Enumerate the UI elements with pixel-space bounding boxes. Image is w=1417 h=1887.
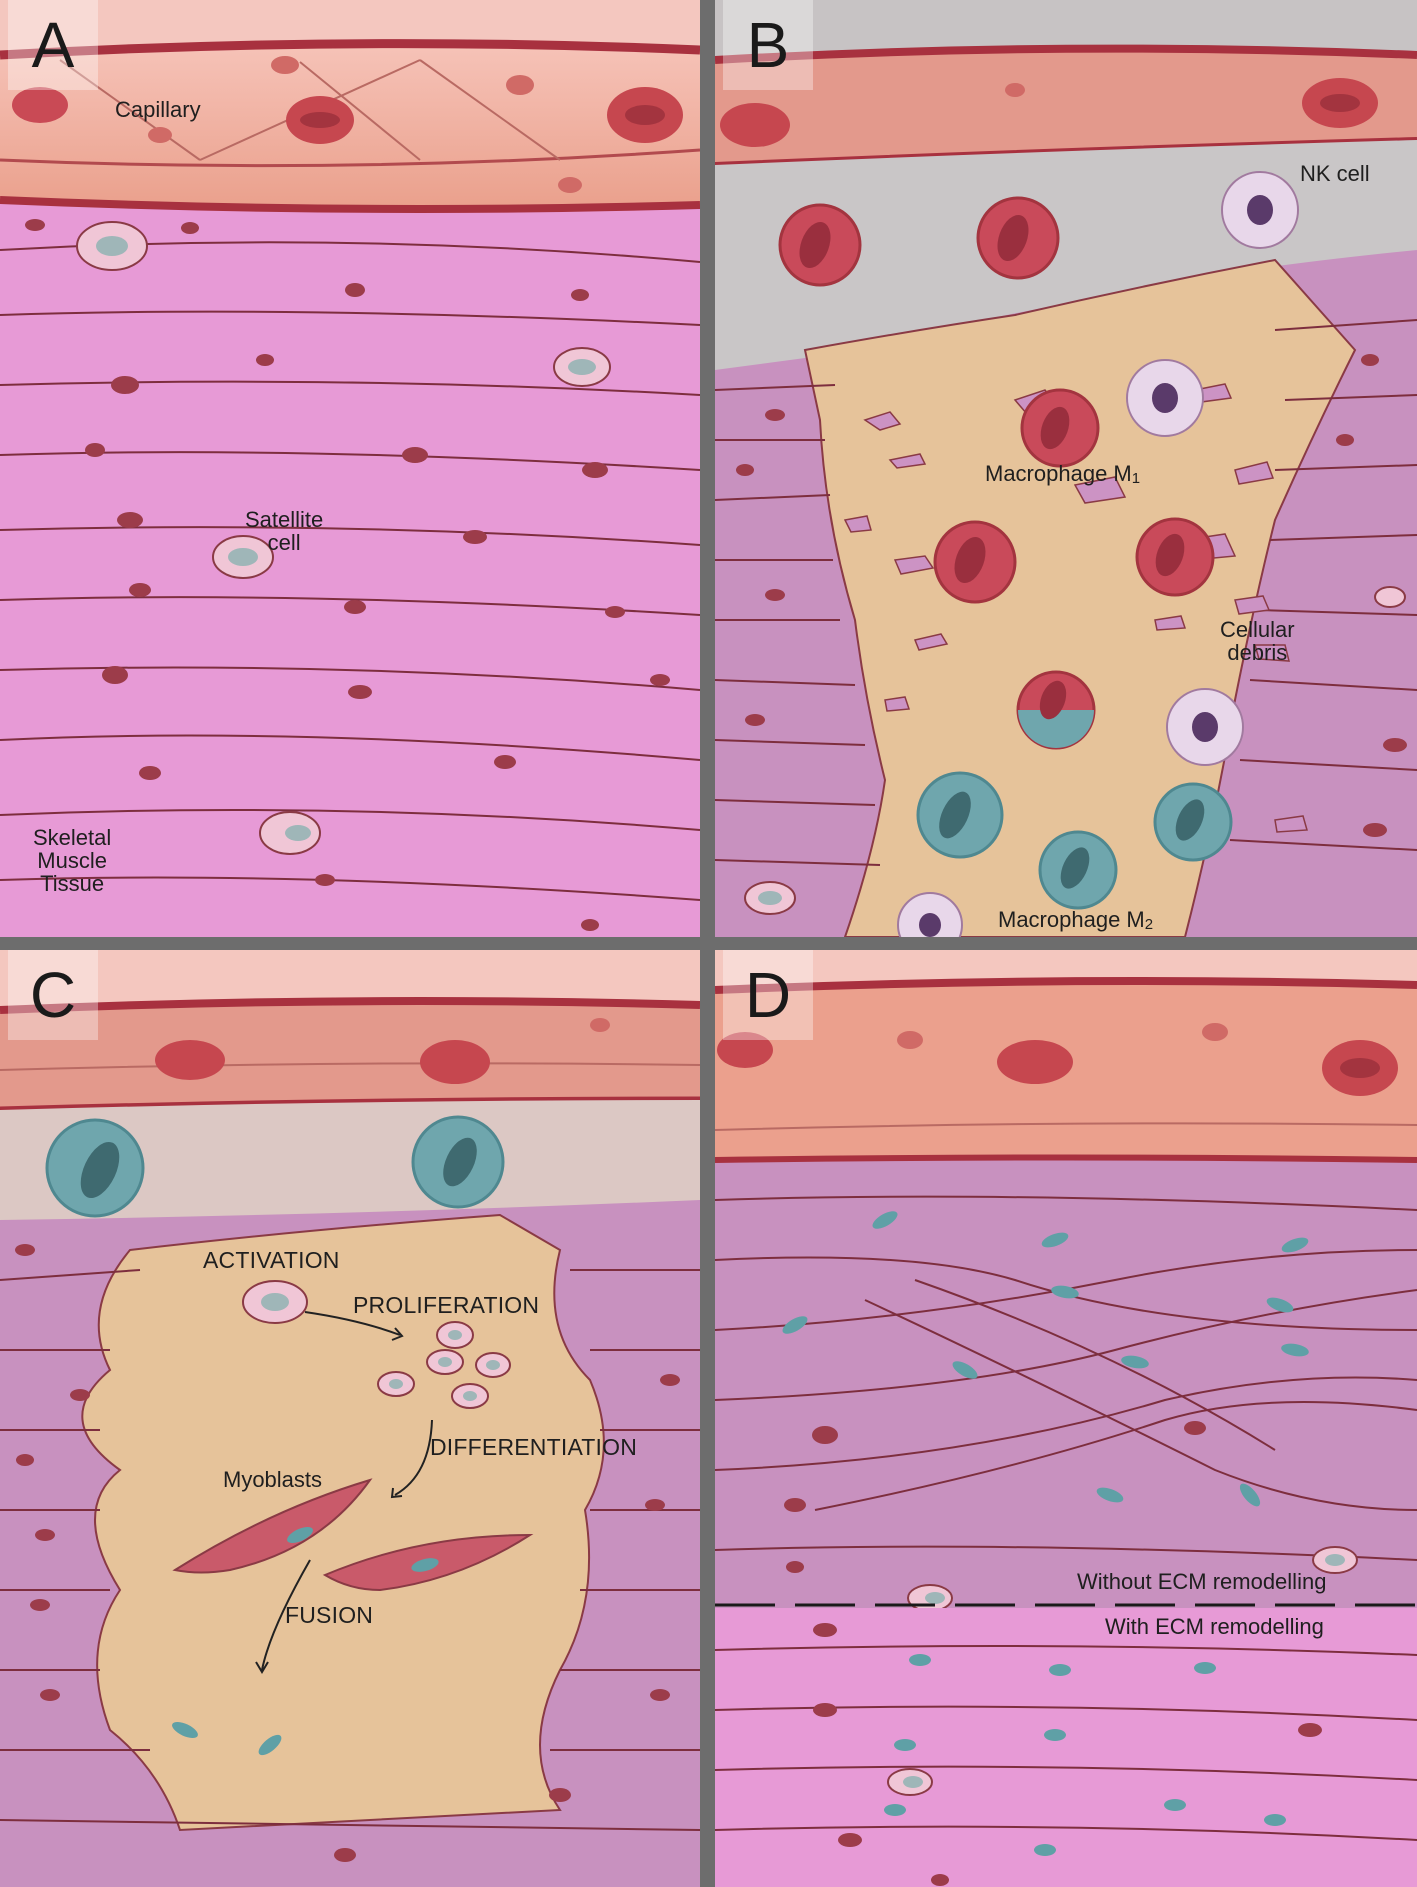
label-capillary: Capillary bbox=[115, 97, 201, 122]
label-myoblasts: Myoblasts bbox=[223, 1467, 323, 1492]
label-macrophage-m1: Macrophage M1 bbox=[985, 461, 1141, 487]
label-satellite-cell: Satellite cell bbox=[245, 507, 324, 556]
panel-d-illustration bbox=[715, 950, 1417, 1887]
process-arrows bbox=[255, 1311, 433, 1674]
label-nk-cell: NK cell bbox=[1300, 161, 1370, 186]
disorganized-fibers bbox=[715, 1195, 1417, 1561]
label-cellular-debris: Cellular debris bbox=[1220, 617, 1295, 666]
panel-letter-a: A bbox=[8, 0, 98, 90]
panel-a: A Capillary Satellite cell Skeletal Musc… bbox=[0, 0, 700, 937]
muscle-nuclei bbox=[25, 219, 670, 931]
nk-cells bbox=[897, 171, 1299, 937]
myoblasts bbox=[172, 1478, 534, 1592]
label-macrophage-m1-text: Macrophage M bbox=[985, 461, 1132, 486]
macrophage-m1-cells bbox=[778, 196, 1215, 750]
label-proliferation: PROLIFERATION bbox=[353, 1292, 540, 1318]
label-macrophage-m2-text: Macrophage M bbox=[998, 907, 1145, 932]
label-skeletal-muscle-tissue: Skeletal Muscle Tissue bbox=[33, 825, 112, 897]
injury-zone bbox=[81, 1213, 605, 1832]
macrophage-m2-cells bbox=[916, 771, 1233, 910]
label-activation: ACTIVATION bbox=[203, 1247, 340, 1273]
panel-c-illustration bbox=[0, 950, 700, 1887]
label-macrophage-m2-subscript: 2 bbox=[1144, 916, 1154, 933]
red-blood-cell bbox=[12, 87, 68, 123]
panel-d: D Without ECM remodelling With ECM remod… bbox=[715, 950, 1417, 1887]
label-macrophage-m1-subscript: 1 bbox=[1131, 470, 1141, 487]
panel-letter-c: C bbox=[8, 950, 98, 1040]
label-without-ecm-remodelling: Without ECM remodelling bbox=[1077, 1569, 1327, 1594]
panel-a-illustration bbox=[0, 0, 700, 937]
panel-b: B NK cell Macrophage M1 Cellular debris … bbox=[715, 0, 1417, 937]
regenerated-muscle bbox=[715, 1608, 1417, 1887]
panel-b-illustration bbox=[715, 0, 1417, 937]
fibroblast-nuclei bbox=[782, 1211, 1309, 1507]
label-with-ecm-remodelling: With ECM remodelling bbox=[1105, 1614, 1324, 1639]
label-fusion: FUSION bbox=[285, 1602, 374, 1628]
panel-letter-b: B bbox=[723, 0, 813, 90]
satellite-cells bbox=[76, 221, 611, 855]
panel-letter-d: D bbox=[723, 950, 813, 1040]
panel-c: C ACTIVATION PROLIFERATION DIFFERENTIATI… bbox=[0, 950, 700, 1887]
injury-zone bbox=[803, 258, 1357, 937]
cellular-debris bbox=[843, 383, 1308, 833]
label-differentiation: DIFFERENTIATION bbox=[430, 1434, 638, 1460]
label-macrophage-m2: Macrophage M2 bbox=[998, 907, 1154, 933]
